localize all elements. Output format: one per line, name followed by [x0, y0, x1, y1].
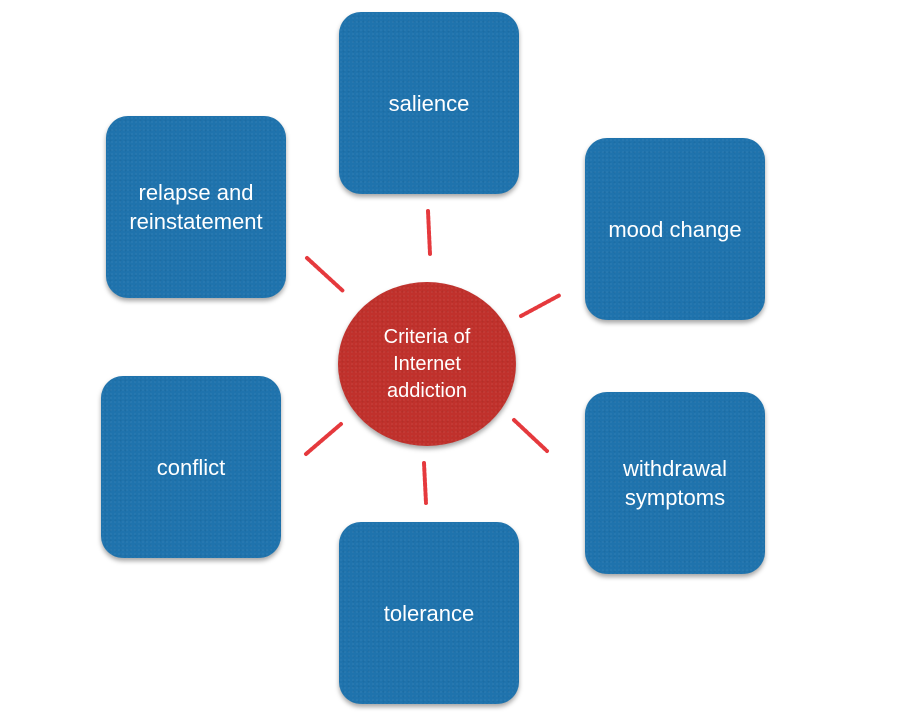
connector-relapse — [305, 256, 345, 293]
connector-conflict — [304, 422, 343, 456]
node-conflict: conflict — [101, 376, 281, 558]
connector-tolerance — [422, 461, 428, 505]
connector-mood-change — [519, 293, 562, 318]
node-mood-change: mood change — [585, 138, 765, 320]
connector-withdrawal — [512, 418, 549, 453]
node-tolerance: tolerance — [339, 522, 519, 704]
node-withdrawal-symptoms: withdrawal symptoms — [585, 392, 765, 574]
connector-salience — [426, 209, 432, 256]
node-relapse-and-reinstatement: relapse and reinstatement — [106, 116, 286, 298]
node-salience: salience — [339, 12, 519, 194]
center-node-internet-addiction: Criteria of Internet addiction — [338, 282, 516, 446]
